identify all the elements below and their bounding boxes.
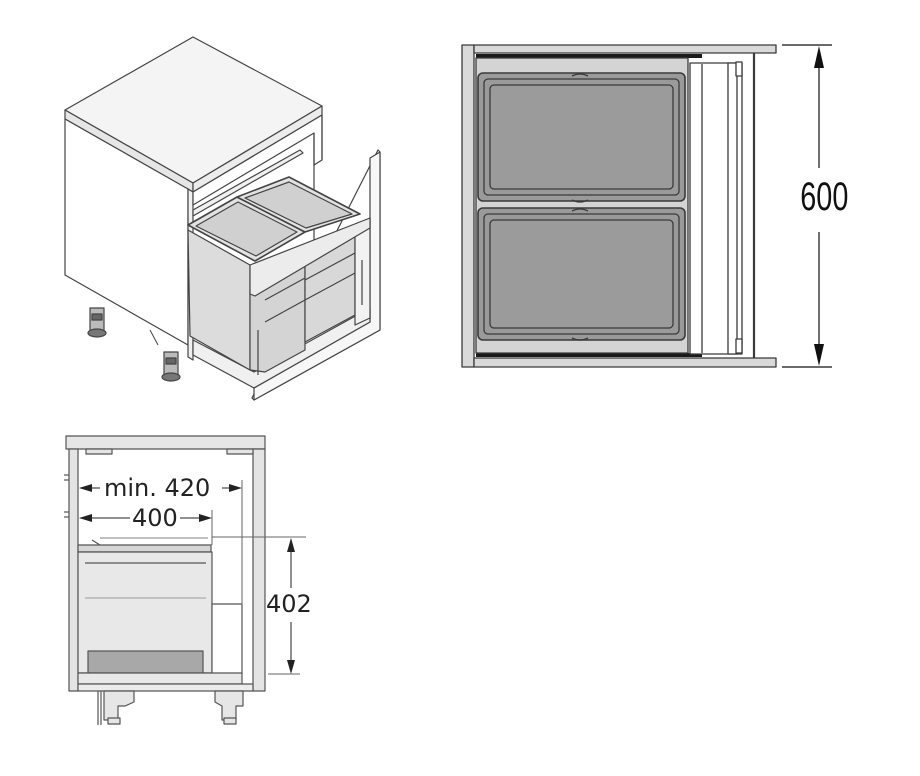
- arrow-up-icon: [814, 46, 824, 68]
- dimension-lines: [79, 480, 306, 675]
- arrow-left-icon: [79, 484, 92, 492]
- cabinet-leg-left: [87, 307, 107, 338]
- bin-lid: [77, 544, 212, 553]
- arrow-up-icon: [287, 538, 295, 552]
- drawer-base-plate: [77, 672, 243, 685]
- cabinet-worktop: [65, 435, 266, 450]
- top-view-drawing: [461, 44, 832, 368]
- cabinet-inner-rail: [192, 149, 304, 217]
- top-view: 600: [455, 35, 855, 380]
- cabinet-bottom-plate: [77, 683, 254, 692]
- isometric-view: [55, 30, 395, 410]
- bin-right-opening: [244, 181, 353, 229]
- cabinet-bottom-rail: [473, 357, 777, 368]
- front-section-drawing: [64, 435, 306, 725]
- arrow-right-icon: [199, 514, 212, 522]
- bin-lower-handle-bottom: [571, 337, 589, 341]
- arrow-down-icon: [814, 344, 824, 366]
- bin-upper-handle-bottom: [571, 199, 589, 203]
- arrow-down-icon: [287, 660, 295, 674]
- drawer-base: [192, 307, 371, 389]
- cabinet-top-rail: [473, 44, 777, 54]
- isometric-cabinet-drawing: [64, 36, 381, 401]
- drawer-clip-top: [735, 61, 743, 77]
- cabinet-leg-left: [103, 690, 135, 725]
- bin-upper-handle-top: [571, 73, 589, 77]
- bin-left-opening: [195, 201, 298, 257]
- front-section-view: min. 420 400 402: [60, 430, 350, 730]
- cabinet-left-wall: [68, 448, 79, 692]
- arrow-right-icon: [229, 484, 242, 492]
- runner-bottom: [476, 353, 702, 357]
- drawer-frame-front-rail: [249, 217, 371, 297]
- depth-dimension-line: [782, 44, 832, 368]
- depth-dimension-label: 600: [800, 175, 849, 219]
- arrow-left-icon: [79, 514, 92, 522]
- bin-lower-handle-top: [571, 208, 589, 212]
- bin-bottom-dark: [87, 650, 204, 674]
- bin-upper-opening: [489, 84, 674, 190]
- side-compartment: [211, 603, 243, 675]
- cabinet-leg-right: [214, 690, 244, 725]
- worktop-bracket-left: [85, 448, 113, 455]
- unit-height-label: 402: [266, 590, 312, 618]
- bin-lower-opening: [489, 219, 674, 329]
- drawer-front-edge: [727, 62, 738, 355]
- min-inner-width-label: min. 420: [102, 474, 213, 502]
- worktop-bracket-right: [226, 448, 254, 455]
- cabinet-leg-right: [161, 351, 181, 382]
- unit-width-label: 400: [130, 504, 180, 532]
- cabinet-left-side-panel: [461, 44, 475, 368]
- runner-top: [476, 54, 702, 58]
- cabinet-right-wall: [252, 448, 266, 692]
- drawer-clip-bottom: [735, 338, 743, 354]
